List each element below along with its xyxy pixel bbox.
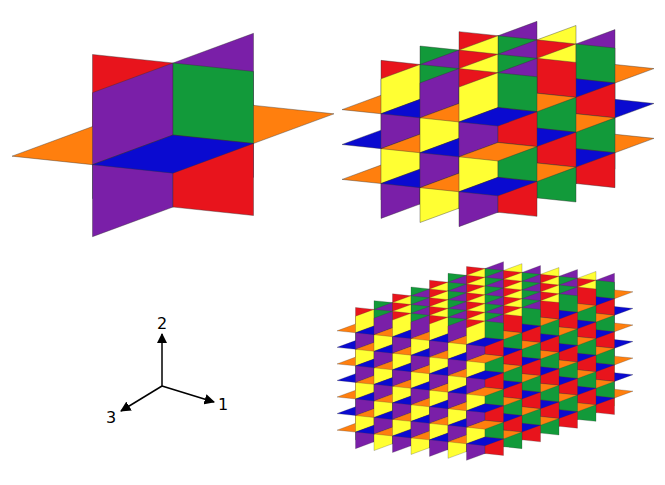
plane-cell — [173, 63, 254, 144]
axis-line — [161, 334, 163, 386]
plane-cell — [459, 108, 537, 126]
plane-cell — [485, 320, 504, 339]
plane-cell — [578, 287, 597, 306]
axis-label: 3 — [106, 410, 116, 426]
plane-cell — [504, 313, 523, 332]
plane-cell — [459, 177, 537, 195]
plane-cell — [467, 437, 504, 446]
plane-cell — [467, 387, 504, 396]
plane-cell — [522, 306, 541, 325]
plane-cell — [559, 293, 578, 312]
plane-lattice — [12, 33, 334, 236]
plane-cell — [93, 135, 254, 173]
plane-cell — [522, 307, 541, 326]
plane-cell — [467, 404, 504, 413]
plane-cell — [537, 58, 576, 97]
plane-cell — [498, 73, 537, 112]
plane-cell — [467, 371, 504, 380]
plane-cell — [559, 294, 578, 313]
axis-line — [121, 386, 162, 411]
plane-cell — [467, 420, 504, 429]
plane-cell — [541, 300, 560, 319]
plane-cell — [596, 280, 615, 299]
plane-cell — [504, 314, 523, 333]
lattice-figures — [12, 21, 654, 460]
axis-triad — [121, 334, 214, 411]
plane-lattice — [342, 21, 654, 226]
plane-cell — [467, 338, 504, 347]
plane-cell — [467, 354, 504, 363]
axis-line — [162, 386, 214, 402]
plane-lattice — [337, 262, 633, 461]
plane-cell — [576, 44, 615, 83]
plane-cell — [485, 321, 504, 340]
plane-cell — [459, 142, 537, 160]
axis-label: 1 — [218, 397, 228, 413]
axis-label: 2 — [157, 316, 167, 332]
plane-cell — [541, 301, 560, 320]
